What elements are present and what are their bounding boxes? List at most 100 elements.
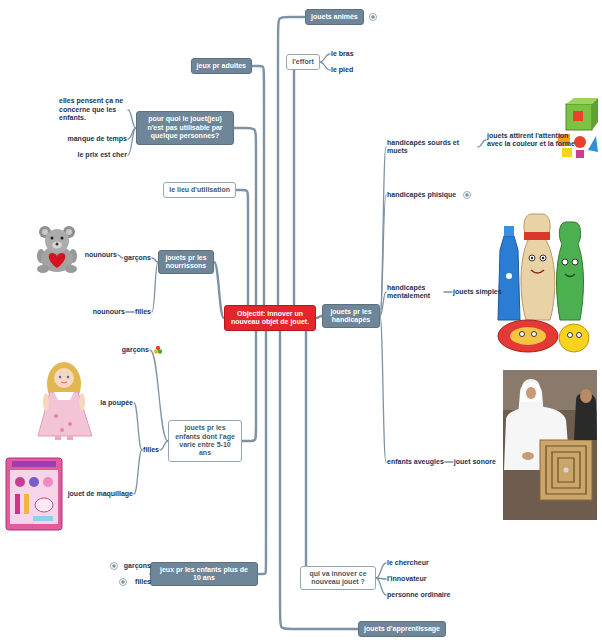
branch-connector (160, 441, 168, 450)
topic-text: le lieu d'utilisation (169, 186, 230, 194)
main-topic: jouets d'apprentissage (358, 621, 446, 637)
subtopic: l'innovateur (386, 574, 427, 584)
subtopic: la poupée (99, 398, 134, 408)
subtopic: le bras (330, 49, 355, 59)
subtopic: garçons (123, 561, 152, 571)
topic-text: le prix est cher (78, 151, 127, 159)
subtopic: personne ordinaire (386, 590, 451, 600)
topic-text: handicapés mentalement (387, 284, 443, 301)
branch-connector (128, 128, 136, 155)
makeup-toy-picture (6, 458, 62, 530)
expand-icon (464, 192, 471, 199)
branch-connector (242, 331, 256, 441)
topic-text: personne ordinaire (387, 591, 450, 599)
photo-sound-toy (503, 370, 597, 520)
shape-blocks-picture (558, 98, 598, 158)
topic-text: jouets animés (311, 13, 358, 21)
topic-text: filles (143, 446, 159, 454)
topic-text: l'effort (292, 58, 314, 66)
branch-connector (118, 255, 123, 258)
topic-text: jeux pr les enfants plus de 10 ans (156, 566, 252, 583)
topic-text: nounours (93, 308, 125, 316)
expand-icon (370, 14, 377, 21)
topic-text: l'innovateur (387, 575, 426, 583)
branch-connector (380, 292, 386, 316)
topic-text: jouets d'apprentissage (364, 625, 440, 633)
branch-connector (376, 578, 386, 595)
topic-text: le pied (331, 66, 353, 74)
topic-text: garçons (124, 562, 151, 570)
subtopic: filles (134, 577, 152, 587)
branch-connector (252, 66, 264, 305)
central-topic: Objectif: innover un nouveau objet de jo… (224, 305, 316, 332)
topic-text: garçons (122, 346, 149, 354)
subtopic: nounours (84, 250, 118, 260)
branch-connector (380, 316, 386, 462)
branch-connector (445, 461, 453, 462)
branch-connector (478, 140, 486, 147)
outline-topic: qui va innover ce nouveau jouet ? (300, 566, 376, 591)
branch-connector (134, 450, 142, 494)
topic-text: jouets pr les handicapés (328, 308, 374, 325)
branch-connector (128, 110, 136, 128)
main-topic: pour quoi le jouet(jeu) n'est pas utilis… (136, 111, 234, 144)
topic-text: pour quoi le jouet(jeu) n'est pas utilis… (142, 115, 228, 140)
topic-text: qui va innover ce nouveau jouet ? (306, 570, 370, 587)
branch-connector (134, 403, 142, 450)
bowling-toy-picture (498, 214, 589, 352)
outline-topic: le lieu d'utilisation (163, 182, 236, 198)
branch-connector (320, 54, 330, 62)
topic-text: jouets attirent l'attention avec la coul… (487, 132, 579, 149)
topic-text: filles (135, 308, 151, 316)
branch-connector (320, 62, 330, 70)
topic-text: jouets simples (453, 288, 502, 296)
subtopic: manque de temps (66, 134, 128, 144)
subtopic: elles pensent ça ne concerne que les enf… (58, 96, 128, 123)
expand-icon (111, 563, 118, 570)
topic-text: jouets pr les enfants dont l'age varie e… (174, 424, 236, 458)
branch-connector (150, 350, 168, 441)
topic-text: Objectif: innover un nouveau objet de jo… (230, 310, 310, 327)
subtopic: jouets attirent l'attention avec la coul… (486, 131, 580, 150)
branch-connector (236, 190, 248, 305)
main-topic: jouets pr les nourrissons (158, 250, 214, 275)
subtopic: garçons (121, 345, 150, 355)
doll-picture (38, 362, 92, 440)
subtopic: le pied (330, 65, 354, 75)
subtopic: garçons (123, 253, 152, 263)
toy-icon (154, 346, 162, 354)
topic-text: jouets pr les nourrissons (164, 254, 208, 271)
subtopic: filles (134, 307, 152, 317)
subtopic: filles (142, 445, 160, 455)
topic-text: manque de temps (67, 135, 127, 143)
topic-text: jeux pr adultes (197, 62, 246, 70)
branch-connector (376, 563, 386, 578)
topic-text: handicapés phisique (387, 191, 456, 199)
main-topic: jeux pr les enfants plus de 10 ans (150, 562, 258, 587)
main-topic: jouets pr les handicapés (322, 304, 380, 329)
branch-connector (444, 291, 452, 292)
topic-text: elles pensent ça ne concerne que les enf… (59, 97, 127, 122)
topic-text: nounours (85, 251, 117, 259)
branch-connector (214, 262, 224, 318)
branch-connector (126, 311, 134, 312)
topic-text: enfants aveugles (387, 458, 444, 466)
subtopic: enfants aveugles (386, 457, 445, 467)
teddy-bear-picture (37, 226, 77, 273)
expand-icon (120, 579, 127, 586)
topic-text: jouet sonore (454, 458, 496, 466)
topic-text: le bras (331, 50, 354, 58)
topic-text: la poupée (100, 399, 133, 407)
branch-connector (305, 331, 307, 565)
subtopic: jouet de maquillage (67, 489, 134, 499)
branch-connector (380, 195, 386, 316)
subtopic: le chercheur (386, 558, 430, 568)
topic-text: le chercheur (387, 559, 429, 567)
main-topic: jeux pr adultes (191, 58, 252, 74)
branch-connector (293, 70, 295, 304)
subtopic: jouets simples (452, 287, 503, 297)
topic-text: filles (135, 578, 151, 586)
branch-connector (258, 331, 266, 574)
subtopic: nounours (92, 307, 126, 317)
